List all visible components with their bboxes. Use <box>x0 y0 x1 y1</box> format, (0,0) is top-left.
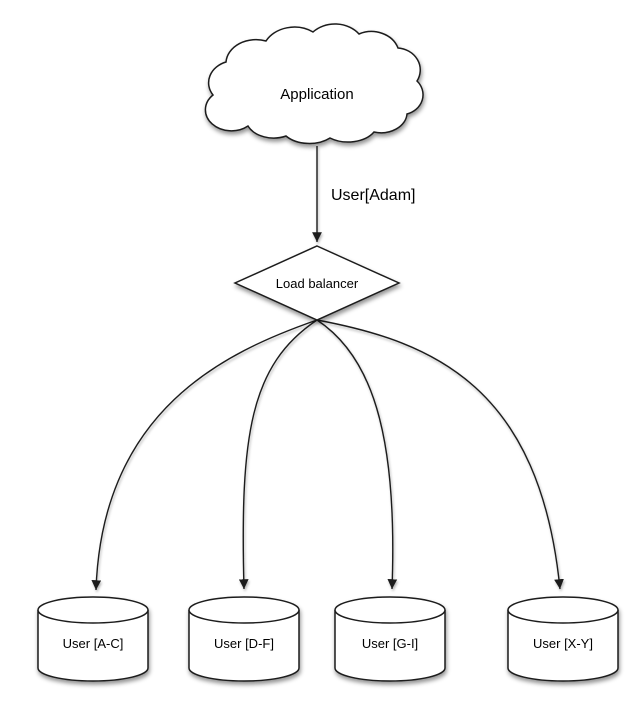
cylinder-body <box>188 610 300 682</box>
cylinder-top <box>507 596 619 624</box>
edges <box>91 146 564 591</box>
edge-loadbalancer-to-shard-xy <box>316 319 564 590</box>
node-application: Application <box>204 23 424 145</box>
cylinder-top <box>188 596 300 624</box>
shard-df-label: User [D-F] <box>214 636 274 651</box>
node-shard-ac: User [A-C] <box>37 596 149 682</box>
edge-loadbalancer-to-shard-df <box>238 319 318 590</box>
cylinder-top <box>334 596 446 624</box>
cloud-shape <box>204 23 424 145</box>
node-load-balancer: Load balancer <box>233 245 401 321</box>
cylinder-body <box>37 610 149 682</box>
edge-user-adam-label: User[Adam] <box>331 187 415 204</box>
cylinder-body <box>334 610 446 682</box>
shard-gi-label: User [G-I] <box>362 636 418 651</box>
shard-ac-label: User [A-C] <box>63 636 124 651</box>
shard-xy-label: User [X-Y] <box>533 636 593 651</box>
application-label: Application <box>280 86 353 103</box>
node-shard-df: User [D-F] <box>188 596 300 682</box>
cylinder-body <box>507 610 619 682</box>
node-shard-gi: User [G-I] <box>334 596 446 682</box>
diamond-shape <box>233 245 401 321</box>
edge-loadbalancer-to-shard-gi <box>316 319 398 590</box>
load-balancer-label: Load balancer <box>276 276 359 291</box>
edge-loadbalancer-to-shard-ac <box>91 319 318 591</box>
node-shard-xy: User [X-Y] <box>507 596 619 682</box>
cylinder-top <box>37 596 149 624</box>
